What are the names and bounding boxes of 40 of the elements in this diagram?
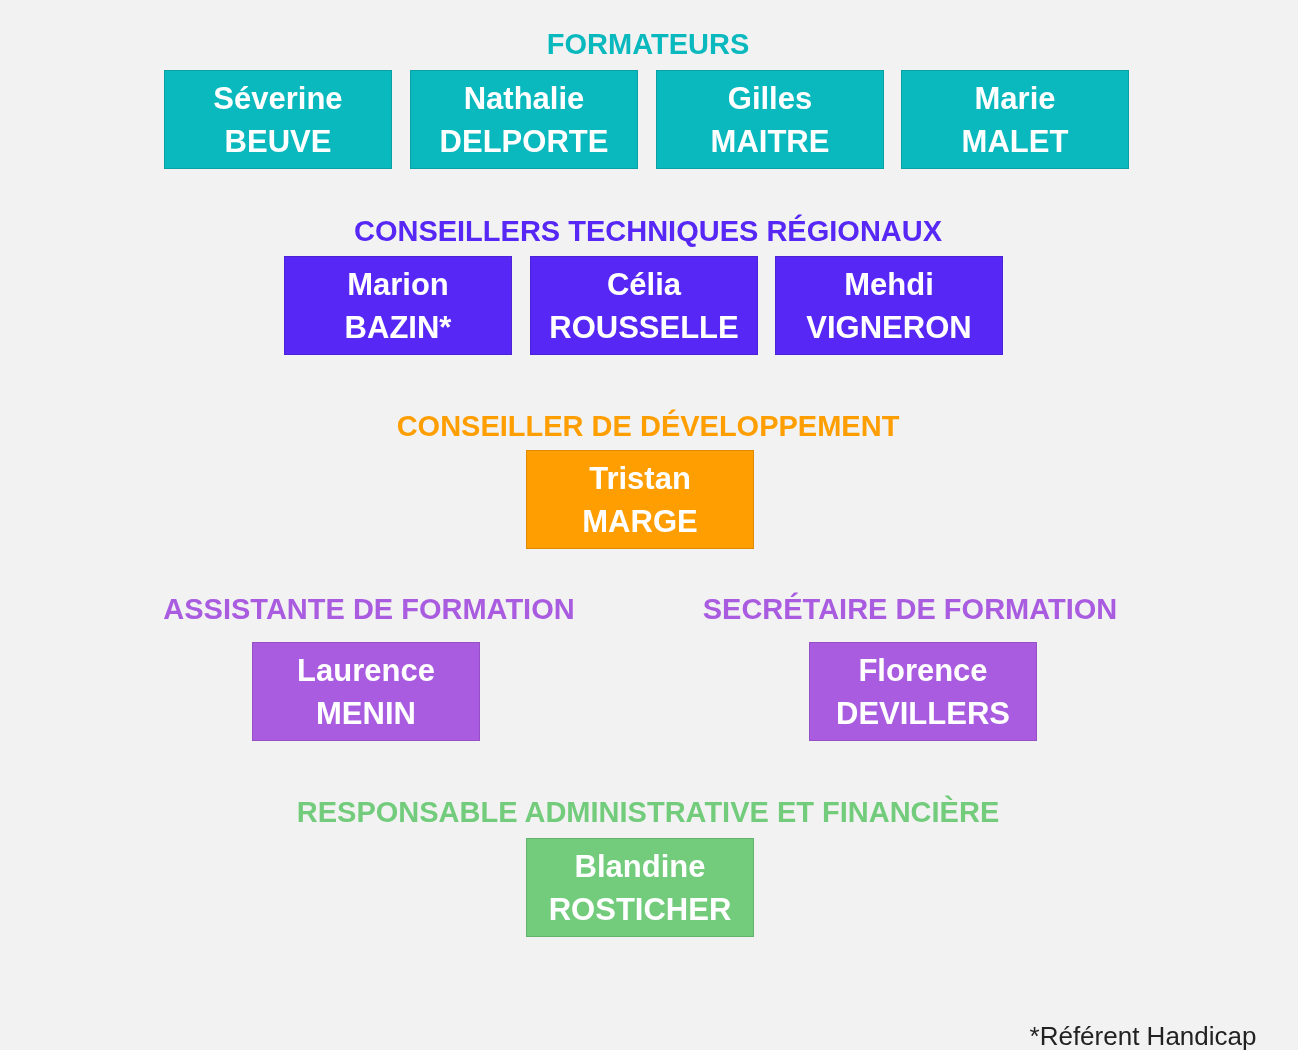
person-box: [530, 256, 758, 355]
first-name: Marion: [347, 265, 449, 304]
last-name: MALET: [961, 122, 1069, 161]
section-heading: SECRÉTAIRE DE FORMATION: [702, 592, 1118, 626]
section-heading: RESPONSABLE ADMINISTRATIVE ET FINANCIÈRE: [296, 795, 1000, 829]
person-box: [526, 838, 754, 937]
person-box: [901, 70, 1129, 169]
section-heading: CONSEILLERS TECHNIQUES RÉGIONAUX: [353, 214, 943, 248]
section-heading: FORMATEURS: [546, 27, 750, 61]
footnote: *Référent Handicap: [1029, 1020, 1257, 1050]
person-box: [775, 256, 1003, 355]
first-name: Florence: [858, 651, 988, 690]
section-heading: CONSEILLER DE DÉVELOPPEMENT: [396, 409, 900, 443]
first-name: Tristan: [589, 459, 691, 498]
person-box: [410, 70, 638, 169]
last-name: BAZIN*: [344, 308, 452, 347]
last-name: VIGNERON: [806, 308, 972, 347]
last-name: ROSTICHER: [548, 890, 732, 929]
first-name: Laurence: [297, 651, 435, 690]
last-name: MARGE: [582, 502, 698, 541]
person-box: [809, 642, 1037, 741]
last-name: ROUSSELLE: [549, 308, 739, 347]
person-box: [164, 70, 392, 169]
last-name: BEUVE: [224, 122, 332, 161]
person-box: [656, 70, 884, 169]
first-name: Célia: [606, 265, 682, 304]
person-box: [284, 256, 512, 355]
first-name: Mehdi: [844, 265, 934, 304]
first-name: Marie: [974, 79, 1056, 118]
person-box: [526, 450, 754, 549]
last-name: MENIN: [316, 694, 416, 733]
first-name: Blandine: [574, 847, 706, 886]
first-name: Séverine: [213, 79, 343, 118]
section-heading: ASSISTANTE DE FORMATION: [163, 592, 575, 626]
first-name: Nathalie: [463, 79, 585, 118]
last-name: MAITRE: [710, 122, 830, 161]
person-box: [252, 642, 480, 741]
last-name: DEVILLERS: [836, 694, 1010, 733]
last-name: DELPORTE: [439, 122, 609, 161]
first-name: Gilles: [727, 79, 813, 118]
